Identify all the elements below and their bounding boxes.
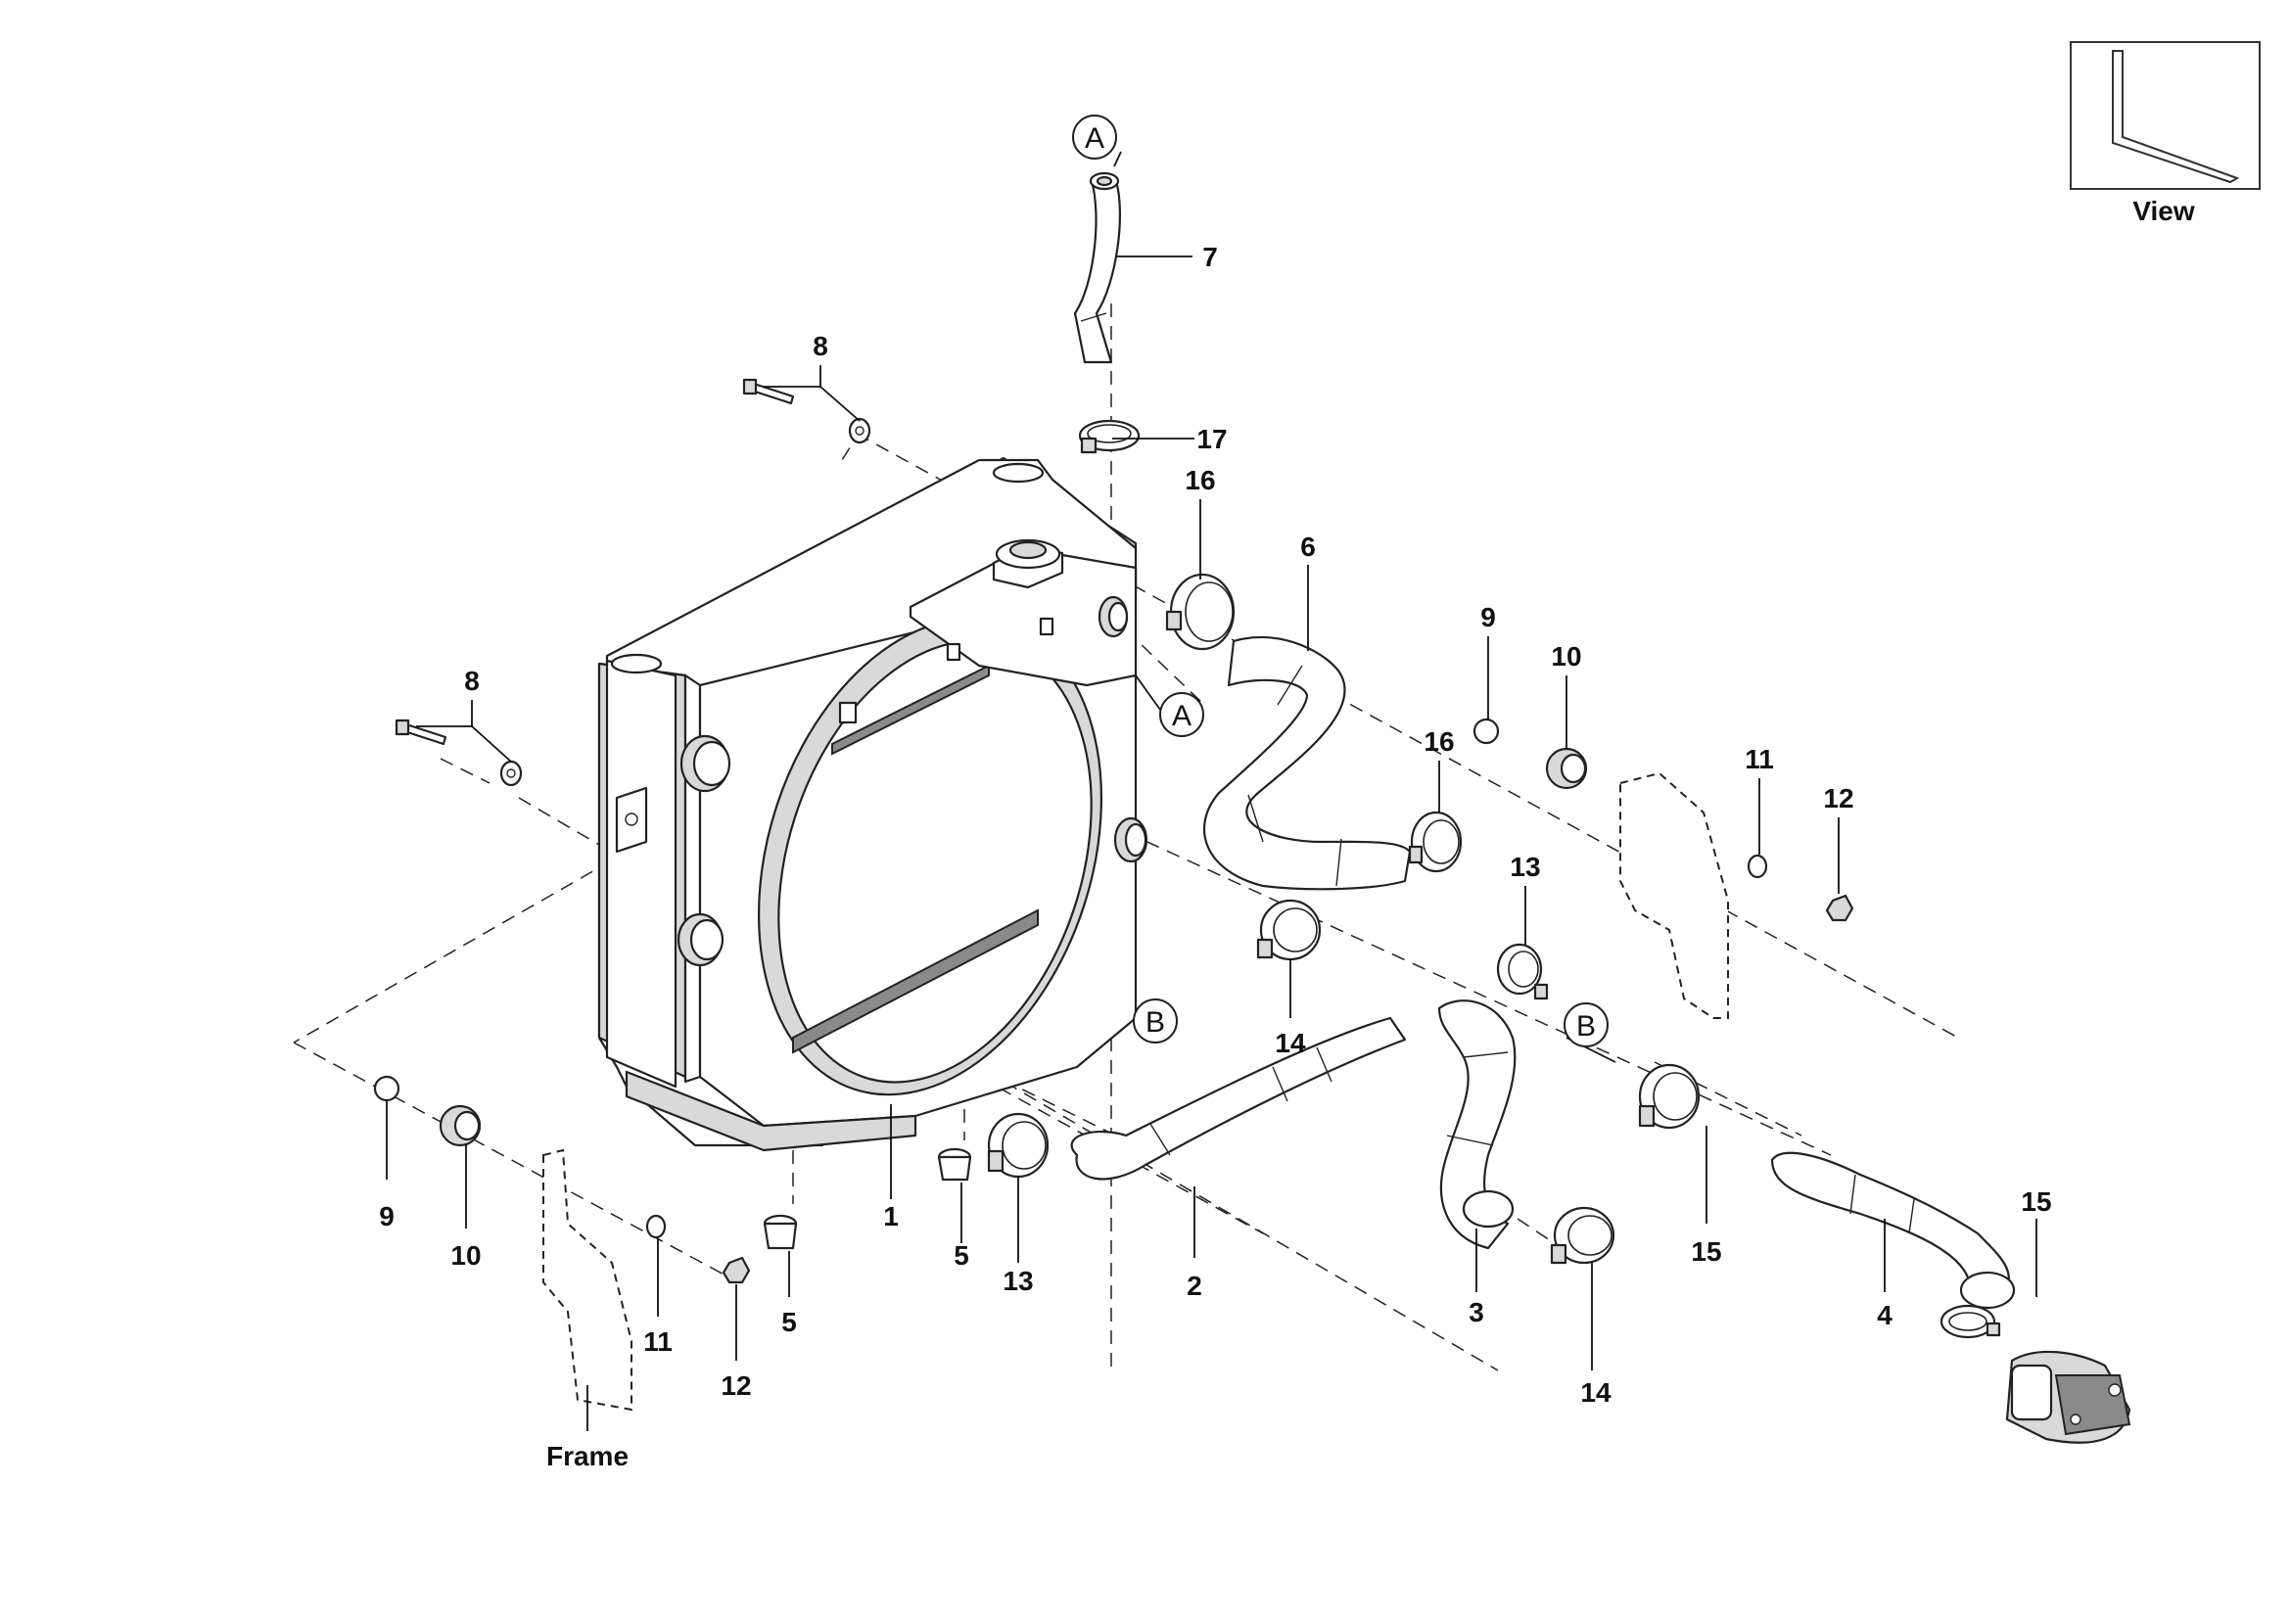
svg-text:A: A <box>1172 700 1192 732</box>
fasteners <box>373 378 1854 1284</box>
callout-5-left: 5 <box>781 1307 797 1337</box>
callout-17: 17 <box>1196 424 1227 454</box>
callout-labels: 7 17 16 6 8 8 9 10 16 11 12 13 14 9 10 1… <box>379 242 2051 1471</box>
callout-14-lower: 14 <box>1580 1377 1612 1408</box>
thermostat-housing <box>2005 1350 2131 1444</box>
callout-12-right: 12 <box>1823 783 1853 813</box>
grommet-5-center <box>937 1147 972 1182</box>
callout-3: 3 <box>1469 1297 1484 1327</box>
hose-6 <box>1202 635 1412 891</box>
hose-3 <box>1437 999 1517 1250</box>
callout-1: 1 <box>883 1201 899 1231</box>
callout-14-upper: 14 <box>1275 1028 1306 1058</box>
upper-port <box>679 734 731 793</box>
callout-12-left: 12 <box>721 1370 751 1401</box>
callout-13-right: 13 <box>1510 852 1540 882</box>
callout-11-left: 11 <box>643 1326 673 1357</box>
svg-text:A: A <box>1085 122 1104 155</box>
callout-9-left: 9 <box>379 1201 395 1231</box>
clamp-16-upper <box>1165 573 1236 651</box>
ref-b-right: B <box>1564 1002 1609 1047</box>
callout-4: 4 <box>1877 1300 1893 1330</box>
radiator-assembly <box>597 456 1148 1152</box>
reference-markers: A A B B <box>1072 115 1609 1047</box>
ref-a-top: A <box>1072 115 1117 160</box>
clamp-15-lower <box>1939 1304 2001 1339</box>
clamp-14-upper <box>1256 899 1322 961</box>
callout-7: 7 <box>1202 242 1218 272</box>
callout-8-lower: 8 <box>464 666 480 696</box>
right-upper-port <box>1098 595 1129 638</box>
hose-4 <box>1770 1151 2016 1310</box>
clamp-15-upper <box>1638 1063 1701 1130</box>
callout-15-upper: 15 <box>1691 1236 1721 1267</box>
callout-11-right: 11 <box>1745 744 1774 774</box>
callout-10-right: 10 <box>1551 641 1581 672</box>
view-label: View <box>2132 196 2195 226</box>
clamp-16-lower <box>1408 811 1463 873</box>
callout-10-left: 10 <box>450 1240 481 1271</box>
frame-label: Frame <box>546 1441 629 1471</box>
clamps <box>987 419 2001 1339</box>
hose-2 <box>1070 1016 1407 1181</box>
svg-text:B: B <box>1576 1010 1596 1043</box>
clamp-13-left <box>987 1112 1050 1179</box>
lower-port <box>677 912 724 967</box>
hose-7 <box>1073 171 1122 364</box>
callout-16-upper: 16 <box>1185 465 1215 495</box>
leader-lines <box>386 151 2037 1431</box>
ref-a-mid: A <box>1159 692 1204 737</box>
frame-bracket-left <box>542 1148 632 1412</box>
callout-13-left: 13 <box>1003 1266 1033 1296</box>
callout-8-upper: 8 <box>813 331 828 361</box>
callout-5-center: 5 <box>954 1240 969 1271</box>
callout-16-lower: 16 <box>1424 726 1454 757</box>
grommet-5-left <box>763 1214 798 1250</box>
clamp-17 <box>1078 419 1141 454</box>
ref-b-left: B <box>1133 998 1178 1044</box>
callout-6: 6 <box>1300 532 1316 562</box>
right-lower-port <box>1113 816 1148 863</box>
callout-2: 2 <box>1187 1271 1202 1301</box>
clamp-13-right <box>1496 943 1549 1000</box>
fork-icon <box>2112 50 2240 184</box>
callout-15-lower: 15 <box>2021 1186 2051 1217</box>
clamp-14-lower <box>1550 1206 1615 1265</box>
frame-bracket-right <box>1619 771 1729 1019</box>
callout-9-right: 9 <box>1480 602 1496 632</box>
view-inset: View <box>2070 41 2261 226</box>
svg-text:B: B <box>1145 1006 1165 1039</box>
